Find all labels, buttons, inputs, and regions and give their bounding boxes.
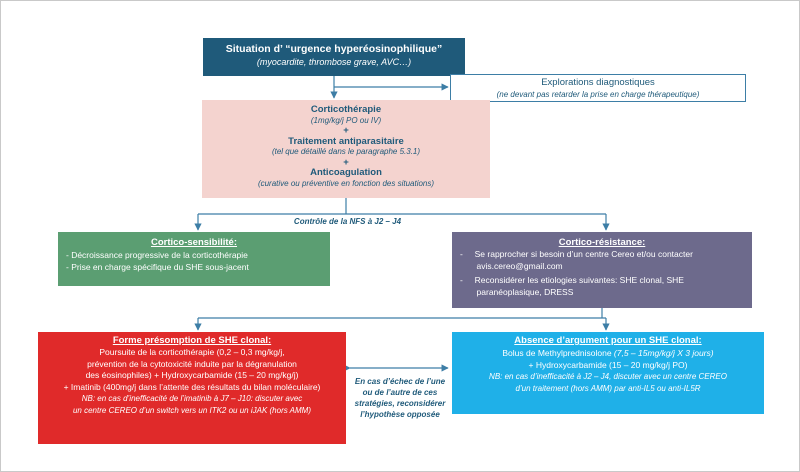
clonal-line: + Imatinib (400mg/j dans l’attente des r… xyxy=(63,381,321,392)
non-clonal-note: NB: en cas d’inefficacité à J2 – J4, dis… xyxy=(489,372,727,381)
cortico-detail: (1mg/kg/j PO ou IV) xyxy=(310,115,382,125)
non-clonal-note: d’un traitement (hors AMM) par anti-IL5 … xyxy=(515,384,701,393)
list-item: avis.cereo@gmail.com xyxy=(460,260,563,271)
situation-box: Situation d’ “urgence hyperéosinophiliqu… xyxy=(203,38,465,76)
list-item: - Décroissance progressive de la cortico… xyxy=(66,250,248,260)
alternate-strategy-note: En cas d’échec de l’une ou de l’autre de… xyxy=(345,376,455,432)
clonal-line: prévention de la cytotoxicité induite pa… xyxy=(87,358,297,369)
cortico-sensibilite-title: Cortico-sensibilité: xyxy=(150,237,238,248)
plus-sign: + xyxy=(343,125,349,136)
note-line: ou de l’autre de ces xyxy=(362,388,438,397)
bolus-dose: (7,5 – 15mg/kg/j X 3 jours) xyxy=(613,348,714,358)
situation-subtitle: (myocardite, thrombose grave, AVC…) xyxy=(256,57,412,67)
list-item: - Reconsidérer les etiologies suivantes:… xyxy=(460,275,684,285)
anticoag-detail: (curative ou préventive en fonction des … xyxy=(257,178,435,188)
treatment-box: Corticothérapie (1mg/kg/j PO ou IV) + Tr… xyxy=(202,100,490,198)
note-line: En cas d’échec de l’une xyxy=(354,377,446,386)
clonal-title: Forme présomption de SHE clonal: xyxy=(112,335,272,346)
cortico-resistance-box: Cortico-résistance: - Se rapprocher si b… xyxy=(452,232,752,308)
antiparasitaire-detail: (tel que détaillé dans le paragraphe 5.3… xyxy=(271,147,421,156)
clonal-box: Forme présomption de SHE clonal: Poursui… xyxy=(38,332,346,444)
bolus-text: Bolus de Methylprednisolone xyxy=(502,348,614,358)
antiparasitaire-title: Traitement antiparasitaire xyxy=(288,135,404,147)
explorations-box: Explorations diagnostiques (ne devant pa… xyxy=(450,74,746,102)
non-clonal-box: Absence d’argument pour un SHE clonal: B… xyxy=(452,332,764,414)
note-line: l’hypothèse opposée xyxy=(360,410,440,419)
non-clonal-title: Absence d’argument pour un SHE clonal: xyxy=(514,335,702,346)
explorations-title: Explorations diagnostiques xyxy=(541,77,655,88)
list-item: - Prise en charge spécifique du SHE sous… xyxy=(66,262,249,272)
cortico-resistance-title: Cortico-résistance: xyxy=(558,237,646,248)
cortico-title: Corticothérapie xyxy=(310,104,382,115)
explorations-subtitle: (ne devant pas retarder la prise en char… xyxy=(496,90,700,99)
anticoag-title: Anticoagulation xyxy=(310,167,382,178)
situation-title: Situation d’ “urgence hyperéosinophiliqu… xyxy=(225,43,443,55)
non-clonal-line: + Hydroxycarbamide (15 – 20 mg/kg/j PO) xyxy=(528,360,688,370)
cortico-sensibilite-box: Cortico-sensibilité: - Décroissance prog… xyxy=(58,232,330,286)
nfs-control-label: Contrôle de la NFS à J2 – J4 xyxy=(293,217,402,226)
note-line: stratégies, reconsidérer xyxy=(354,399,446,408)
clonal-line: des éosinophiles) + Hydroxycarbamide (15… xyxy=(85,370,299,380)
clonal-note: un centre CEREO d’un switch vers un ITK2… xyxy=(72,405,311,415)
plus-sign: + xyxy=(343,156,349,168)
non-clonal-line: Bolus de Methylprednisolone (7,5 – 15mg/… xyxy=(452,347,764,359)
clonal-note: NB: en cas d’inefficacité de l’imatinib … xyxy=(81,394,303,403)
clonal-line: Poursuite de la corticothérapie (0,2 – 0… xyxy=(99,347,285,357)
list-item: - Se rapprocher si besoin d’un centre Ce… xyxy=(460,249,693,259)
list-item: paranéoplasique, DRESS xyxy=(460,286,574,297)
